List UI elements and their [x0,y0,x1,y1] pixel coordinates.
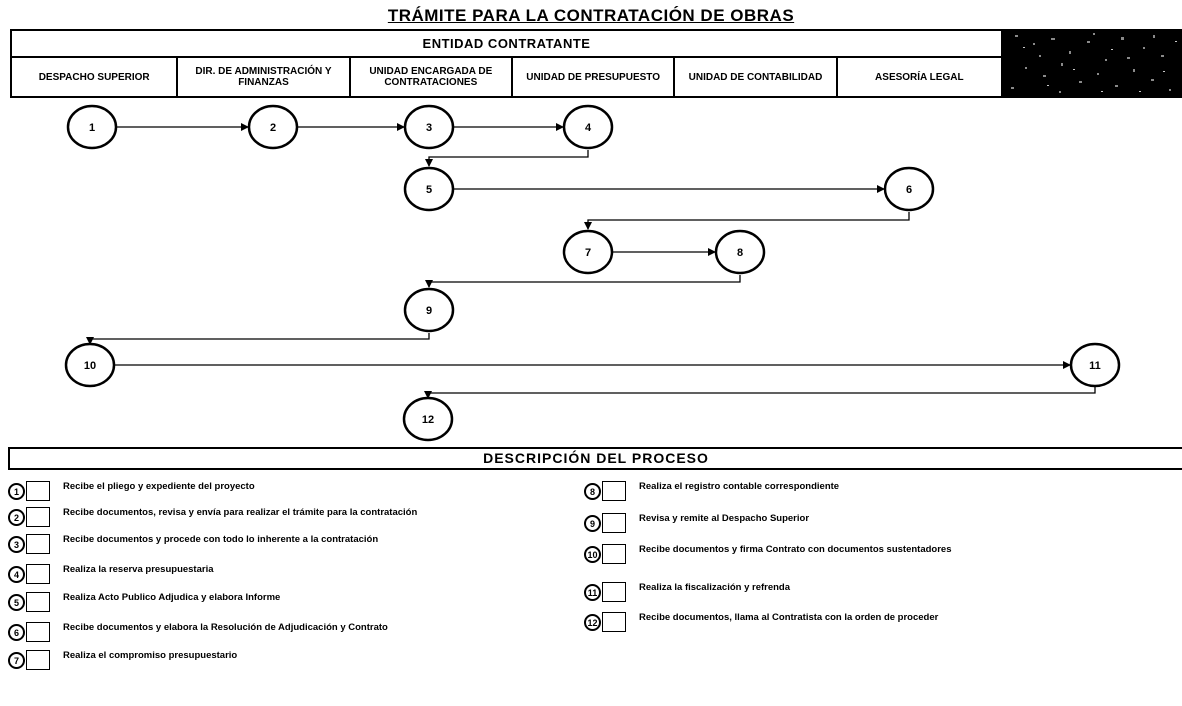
step-node-8 [714,229,766,275]
step-checkbox [26,564,50,584]
step-text: Realiza el compromiso presupuestario [63,650,238,661]
step-description: 10 Recibe documentos y firma Contrato co… [584,544,999,564]
step-checkbox [26,622,50,642]
step-checkbox [26,534,50,554]
step-text: Realiza la fiscalización y refrenda [639,582,791,593]
step-number-badge: 11 [584,584,601,601]
connector-6-7 [584,212,910,230]
step-node-12 [402,396,454,442]
step-text: Realiza el registro contable correspondi… [639,481,840,492]
step-node-11 [1069,342,1121,388]
step-node-10 [64,342,116,388]
connector-9-10 [86,333,430,345]
connector-4-5 [425,150,589,167]
step-checkbox [26,507,50,527]
node-label-4: 4 [585,122,592,134]
step-checkbox [26,650,50,670]
step-number-badge: 1 [8,483,25,500]
node-label-12: 12 [422,414,434,426]
step-description: 9 Revisa y remite al Despacho Superior [584,513,1099,533]
step-number-badge: 9 [584,515,601,532]
step-description: 5 Realiza Acto Publico Adjudica y elabor… [8,592,523,612]
step-node-2 [247,104,299,150]
step-number-badge: 2 [8,509,25,526]
entidad-header: ENTIDAD CONTRATANTE [10,29,1003,58]
step-node-6 [883,166,935,212]
step-text: Realiza Acto Publico Adjudica y elabora … [63,592,281,603]
step-text: Recibe documentos y procede con todo lo … [63,534,379,545]
node-label-7: 7 [585,247,591,259]
step-text: Recibe el pliego y expediente del proyec… [63,481,255,492]
step-number-badge: 12 [584,614,601,631]
node-label-5: 5 [426,184,432,196]
lane-unidad-contrataciones: UNIDAD ENCARGADA DE CONTRATACIONES [351,58,513,96]
step-description: 12 Recibe documentos, llama al Contratis… [584,612,1019,632]
step-description: 6 Recibe documentos y elabora la Resoluc… [8,622,443,642]
step-number-badge: 3 [8,536,25,553]
step-number-badge: 8 [584,483,601,500]
node-label-6: 6 [906,184,912,196]
connector-8-9 [425,275,741,288]
step-node-7 [562,229,614,275]
node-label-8: 8 [737,247,743,259]
connector-11-12 [424,387,1096,399]
step-checkbox [602,612,626,632]
step-text: Realiza la reserva presupuestaria [63,564,214,575]
step-checkbox [602,582,626,602]
step-checkbox [26,592,50,612]
node-label-1: 1 [89,122,95,134]
noise-block [1003,29,1182,98]
lane-despacho-superior: DESPACHO SUPERIOR [12,58,179,96]
node-label-3: 3 [426,122,432,134]
step-checkbox [602,481,626,501]
step-text: Revisa y remite al Despacho Superior [639,513,810,524]
step-number-badge: 5 [8,594,25,611]
step-node-1 [66,104,118,150]
step-description: 3 Recibe documentos y procede con todo l… [8,534,433,554]
step-node-3 [403,104,455,150]
step-description: 1 Recibe el pliego y expediente del proy… [8,481,523,501]
swimlane-headers: DESPACHO SUPERIOR DIR. DE ADMINISTRACIÓN… [10,58,1003,98]
lane-unidad-contabilidad: UNIDAD DE CONTABILIDAD [675,58,838,96]
step-checkbox [602,544,626,564]
node-label-9: 9 [426,305,432,317]
page-title: TRÁMITE PARA LA CONTRATACIÓN DE OBRAS [387,6,795,25]
step-number-badge: 4 [8,566,25,583]
step-description: 7 Realiza el compromiso presupuestario [8,650,523,670]
step-number-badge: 7 [8,652,25,669]
node-label-10: 10 [84,360,96,372]
step-number-badge: 6 [8,624,25,641]
step-text: Recibe documentos, revisa y envía para r… [63,507,418,518]
step-text: Recibe documentos, llama al Contratista … [639,612,939,623]
step-number-badge: 10 [584,546,601,563]
step-checkbox [602,513,626,533]
node-label-11: 11 [1089,360,1101,372]
step-description: 2 Recibe documentos, revisa y envía para… [8,507,473,527]
step-description: 4 Realiza la reserva presupuestaria [8,564,523,584]
step-checkbox [26,481,50,501]
lane-unidad-presupuesto: UNIDAD DE PRESUPUESTO [513,58,676,96]
step-text: Recibe documentos y firma Contrato con d… [639,544,952,555]
step-node-5 [403,166,455,212]
step-text: Recibe documentos y elabora la Resolució… [63,622,388,633]
node-label-2: 2 [270,122,276,134]
lane-asesoria-legal: ASESORÍA LEGAL [875,71,964,83]
step-node-9 [403,287,455,333]
step-description: 8 Realiza el registro contable correspon… [584,481,1099,501]
flow-diagram: 1 2 3 4 5 6 7 8 9 10 11 12 [64,104,1121,442]
description-header: DESCRIPCIÓN DEL PROCESO [8,447,1182,470]
lane-dir-administracion: DIR. DE ADMINISTRACIÓN Y FINANZAS [178,58,351,96]
step-description: 11 Realiza la fiscalización y refrenda [584,582,1099,602]
step-node-4 [562,104,614,150]
